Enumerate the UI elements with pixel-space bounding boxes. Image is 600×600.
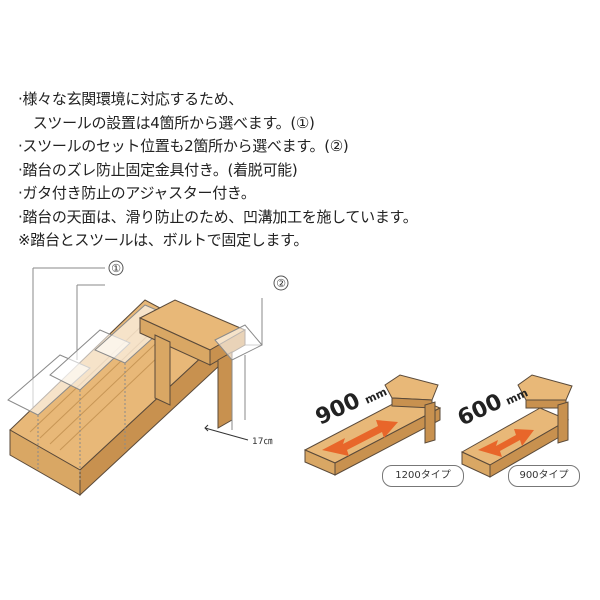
note-line: ·踏台のズレ防止固定金具付き。(着脱可能) — [18, 160, 298, 179]
note-line: ·ガタ付き防止のアジャスター付き。 — [18, 184, 256, 202]
variant-900-type-label: 900タイプ — [508, 465, 580, 487]
note-line: スツールの設置は4箇所から選べます。(①) — [18, 113, 315, 132]
product-illustration: ① ② — [0, 255, 600, 515]
variant-900-drawing: 600 mm — [454, 374, 573, 478]
variant-900-size: 600 — [454, 389, 506, 431]
callout-two-marker — [273, 275, 289, 291]
variant-1200-drawing: 900 mm — [303, 374, 442, 476]
callout-one-label: ① — [111, 262, 121, 275]
illustration-svg: ① ② — [7, 260, 573, 497]
note-line: ·様々な玄関環境に対応するため、 — [18, 90, 243, 108]
callout-one-marker — [108, 260, 124, 276]
feature-notes: ·様々な玄関環境に対応するため、 スツールの設置は4箇所から選べます。(①) ·… — [18, 88, 578, 253]
note-line: ※踏台とスツールは、ボルトで固定します。 — [18, 231, 309, 249]
step-assembly-drawing: ① ② — [7, 260, 289, 497]
note-line: ·スツールのセット位置も2箇所から選べます。(②) — [18, 137, 349, 155]
note-line: ·踏台の天面は、滑り防止のため、凹溝加工を施しています。 — [18, 207, 418, 226]
callout-two-label: ② — [276, 277, 286, 290]
gap-dimension-label: 17㎝ — [252, 437, 272, 447]
variant-1200-type-label: 1200タイプ — [382, 465, 464, 487]
variant-1200-unit: mm — [363, 385, 389, 406]
